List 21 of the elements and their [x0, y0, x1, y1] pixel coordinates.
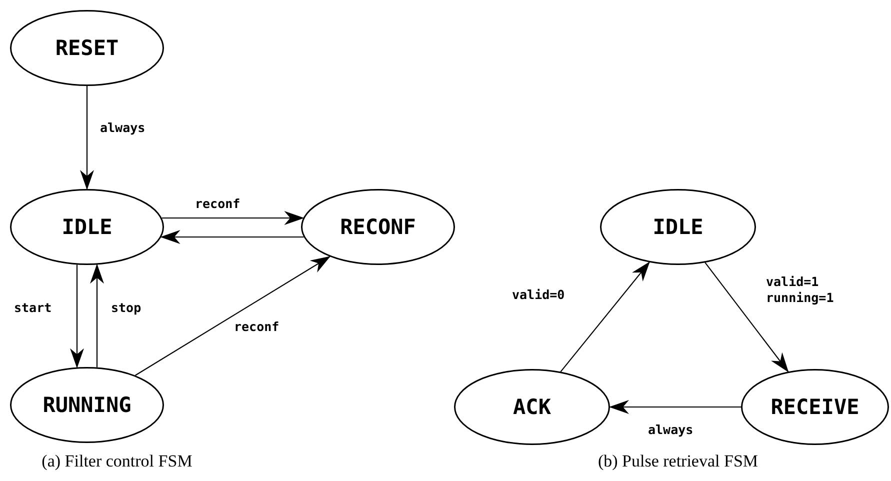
transition-arrow — [609, 400, 741, 414]
transition-arrow — [70, 264, 84, 368]
state-name: RESET — [55, 38, 119, 58]
transition-arrow — [160, 230, 304, 244]
transition-arrow — [80, 86, 94, 190]
edge-label: stop — [111, 300, 142, 316]
figure-caption: (a) Filter control FSM — [42, 450, 192, 472]
transition-arrow — [90, 264, 104, 368]
edge-label: always — [648, 422, 694, 438]
state-name: IDLE — [652, 216, 704, 238]
state-name: ACK — [513, 396, 551, 418]
transition-arrow — [135, 256, 331, 376]
state-name: RECONF — [340, 216, 416, 238]
state-name: IDLE — [62, 216, 112, 238]
transition-arrow — [704, 262, 789, 372]
edge-label: always — [100, 120, 146, 136]
transition-arrow — [162, 211, 304, 225]
figure-caption: (b) Pulse retrieval FSM — [598, 450, 758, 472]
state-name: RECEIVE — [770, 396, 860, 418]
state-name: RUNNING — [42, 394, 132, 416]
transition-arrow — [560, 262, 650, 372]
